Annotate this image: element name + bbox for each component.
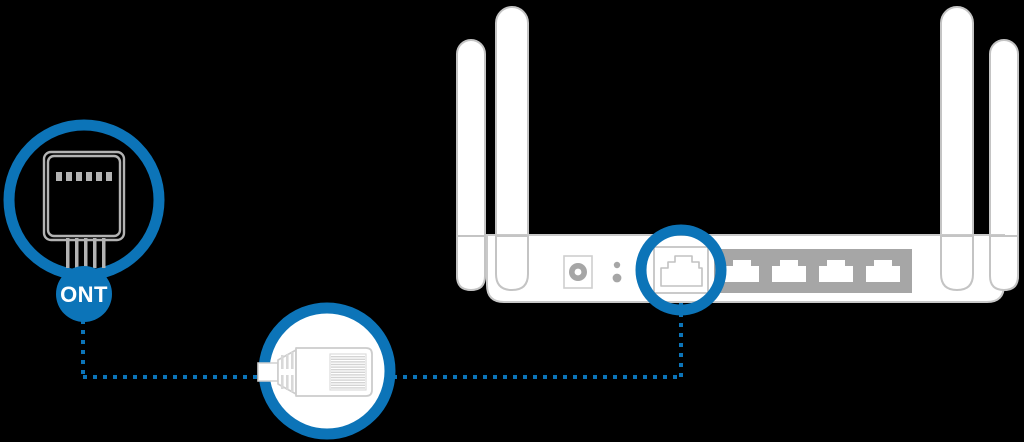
wan-port[interactable] [653, 246, 709, 294]
ont-port-row [56, 172, 112, 181]
antenna-feet-group [456, 235, 1019, 292]
ont-cable-pins [66, 238, 106, 268]
ont-badge: ONT [56, 266, 112, 322]
antenna-right-outer-foot [989, 235, 1019, 292]
wan-port-highlight-ring [635, 224, 727, 316]
antenna-right-inner-foot [940, 235, 974, 292]
connector-pin-lines [331, 356, 365, 389]
antenna-left-inner-foot [495, 235, 529, 292]
rj45-connector-icon [257, 347, 373, 397]
wan-port-rj45-icon [660, 255, 703, 287]
lan-port-strip [714, 249, 912, 293]
connector-ribs-upper [281, 352, 294, 369]
ont-badge-circle [56, 266, 112, 322]
power-jack[interactable] [563, 255, 593, 289]
connector-ribs-lower [281, 375, 294, 392]
button-group[interactable] [612, 261, 622, 283]
ont-box [42, 150, 126, 242]
reset-button-icon[interactable] [613, 261, 621, 269]
antenna-left-outer-foot [456, 235, 486, 292]
ont-badge-label: ONT [60, 282, 108, 307]
wps-button-icon[interactable] [612, 273, 622, 283]
